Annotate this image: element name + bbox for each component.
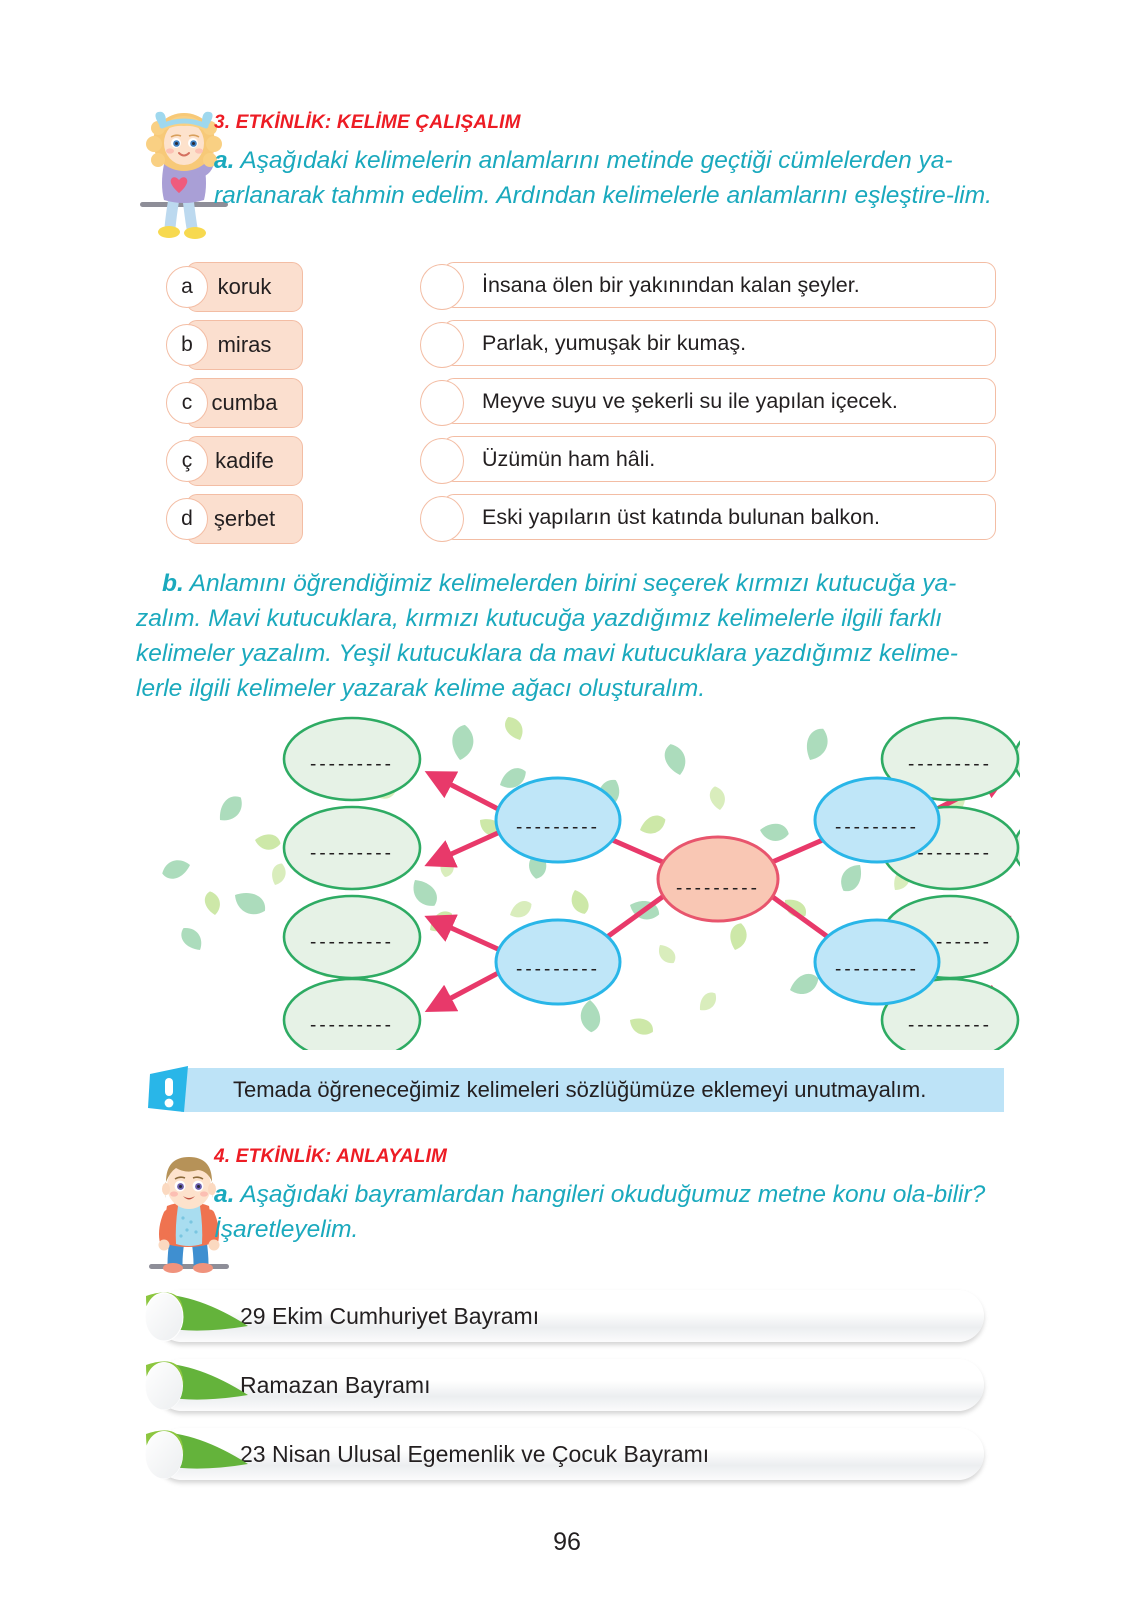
svg-text:---------: ---------	[310, 754, 394, 775]
word-letter: b	[166, 324, 208, 366]
green-node[interactable]: ---------	[880, 716, 1020, 802]
matching-exercise: koruk a İnsana ölen bir yakınından kalan…	[166, 262, 996, 552]
answer-circle[interactable]	[420, 264, 464, 310]
paragraph-b-line-4: lerle ilgili kelimeler yazarak kelime ağ…	[136, 675, 706, 702]
svg-text:---------: ---------	[310, 1015, 394, 1036]
list-item-label: 23 Nisan Ulusal Egemenlik ve Çocuk Bayra…	[240, 1440, 710, 1467]
paragraph-b: b. Anlamını öğrendiğimiz kelimelerden bi…	[136, 566, 1004, 706]
word-box[interactable]: cumba	[186, 378, 303, 428]
word-box[interactable]: miras	[186, 320, 303, 370]
word-letter: d	[166, 498, 208, 540]
green-node[interactable]: ---------	[282, 805, 422, 891]
definition-box: Parlak, yumuşak bir kumaş.	[443, 320, 996, 366]
matching-row: miras b Parlak, yumuşak bir kumaş.	[166, 320, 996, 378]
list-item[interactable]: Ramazan Bayramı	[138, 1357, 984, 1419]
definition-text: Eski yapıların üst katında bulunan balko…	[482, 504, 881, 529]
checkbox-circle[interactable]	[138, 1357, 288, 1415]
svg-text:---------: ---------	[908, 754, 992, 775]
exclamation-icon	[146, 1064, 192, 1116]
green-node[interactable]: ---------	[282, 977, 422, 1050]
checkbox-circle[interactable]	[138, 1426, 288, 1484]
activity-4-instruction-label: a.	[214, 1181, 235, 1208]
matching-row: cumba c Meyve suyu ve şekerli su ile yap…	[166, 378, 996, 436]
green-node[interactable]: ---------	[880, 977, 1020, 1050]
paragraph-b-line-3: kelimeler yazalım. Yeşil kutucuklara da …	[136, 640, 958, 667]
green-node[interactable]: ---------	[282, 716, 422, 802]
green-nodes-right	[1012, 740, 1020, 867]
answer-circle[interactable]	[420, 322, 464, 368]
paragraph-b-line-1: b. Anlamını öğrendiğimiz kelimelerden bi…	[136, 566, 1004, 601]
blue-node[interactable]: ---------	[813, 776, 941, 864]
list-item-label: Ramazan Bayramı	[240, 1371, 431, 1398]
answer-circle[interactable]	[420, 380, 464, 426]
boy-character-illustration	[143, 1148, 235, 1278]
matching-row: kadife ç Üzümün ham hâli.	[166, 436, 996, 494]
activity-4-instruction: a. Aşağıdaki bayramlardan hangileri okud…	[214, 1177, 1004, 1247]
green-node[interactable]: ---------	[282, 894, 422, 980]
word-letter: c	[166, 382, 208, 424]
svg-text:---------: ---------	[516, 959, 600, 980]
bayram-list: 29 Ekim Cumhuriyet Bayramı R	[138, 1288, 984, 1495]
paragraph-b-line-2: zalım. Mavi kutucuklara, kırmızı kutucuğ…	[136, 605, 943, 632]
blue-node[interactable]: ---------	[813, 918, 941, 1006]
definition-text: Üzümün ham hâli.	[482, 446, 656, 471]
word-tree-diagram: --------- --------- --------- ---------	[160, 700, 1020, 1050]
blue-node[interactable]: ---------	[494, 918, 622, 1006]
green-nodes-left: --------- --------- --------- ---------	[282, 716, 422, 1050]
svg-text:---------: ---------	[310, 932, 394, 953]
paragraph-b-text-1: Anlamını öğrendiğimiz kelimelerden birin…	[183, 570, 957, 597]
definition-box: Üzümün ham hâli.	[443, 436, 996, 482]
matching-row: şerbet d Eski yapıların üst katında bulu…	[166, 494, 996, 552]
activity-3-instruction-label: a.	[214, 147, 235, 174]
list-item-pill[interactable]: Ramazan Bayramı	[156, 1359, 984, 1411]
svg-text:---------: ---------	[676, 878, 760, 899]
activity-3-instruction: a. Aşağıdaki kelimelerin anlamlarını met…	[214, 143, 1004, 213]
list-item-pill[interactable]: 29 Ekim Cumhuriyet Bayramı	[156, 1290, 984, 1342]
activity-3-block: 3. ETKİNLİK: KELİME ÇALIŞALIM a. Aşağıda…	[214, 112, 1004, 213]
blue-node[interactable]: ---------	[494, 776, 622, 864]
answer-circle[interactable]	[420, 496, 464, 542]
activity-4-block: 4. ETKİNLİK: ANLAYALIM a. Aşağıdaki bayr…	[214, 1146, 1004, 1247]
definition-box: İnsana ölen bir yakınından kalan şeyler.	[443, 262, 996, 308]
svg-text:---------: ---------	[908, 1015, 992, 1036]
svg-text:---------: ---------	[835, 959, 919, 980]
notice-text: Temada öğreneceğimiz kelimeleri sözlüğüm…	[233, 1077, 927, 1102]
word-letter: ç	[166, 440, 208, 482]
word-letter: a	[166, 266, 208, 308]
list-item[interactable]: 29 Ekim Cumhuriyet Bayramı	[138, 1288, 984, 1350]
definition-box: Eski yapıların üst katında bulunan balko…	[443, 494, 996, 540]
definition-text: Meyve suyu ve şekerli su ile yapılan içe…	[482, 388, 898, 413]
activity-4-title: 4. ETKİNLİK: ANLAYALIM	[214, 1146, 448, 1167]
list-item-label: 29 Ekim Cumhuriyet Bayramı	[240, 1302, 540, 1329]
svg-text:---------: ---------	[516, 817, 600, 838]
list-item-pill[interactable]: 23 Nisan Ulusal Egemenlik ve Çocuk Bayra…	[156, 1428, 984, 1480]
answer-circle[interactable]	[420, 438, 464, 484]
page-number: 96	[553, 1528, 581, 1556]
definition-text: İnsana ölen bir yakınından kalan şeyler.	[482, 272, 860, 297]
activity-3-title: 3. ETKİNLİK: KELİME ÇALIŞALIM	[214, 112, 521, 133]
center-node[interactable]: ---------	[656, 835, 780, 923]
svg-text:---------: ---------	[310, 843, 394, 864]
svg-text:---------: ---------	[908, 843, 992, 864]
definition-box: Meyve suyu ve şekerli su ile yapılan içe…	[443, 378, 996, 424]
activity-4-instruction-text: Aşağıdaki bayramlardan hangileri okuduğu…	[214, 1181, 986, 1243]
notice-bar-container: Temada öğreneceğimiz kelimeleri sözlüğüm…	[146, 1066, 1004, 1112]
checkbox-circle[interactable]	[138, 1288, 288, 1346]
paragraph-b-label: b.	[162, 570, 184, 597]
notice-bar: Temada öğreneceğimiz kelimeleri sözlüğüm…	[181, 1068, 1004, 1112]
matching-row: koruk a İnsana ölen bir yakınından kalan…	[166, 262, 996, 320]
girl-character-illustration	[138, 106, 230, 240]
svg-text:---------: ---------	[835, 817, 919, 838]
definition-text: Parlak, yumuşak bir kumaş.	[482, 330, 747, 355]
list-item[interactable]: 23 Nisan Ulusal Egemenlik ve Çocuk Bayra…	[138, 1426, 984, 1488]
activity-3-instruction-text: Aşağıdaki kelimelerin anlamlarını metind…	[214, 147, 992, 209]
